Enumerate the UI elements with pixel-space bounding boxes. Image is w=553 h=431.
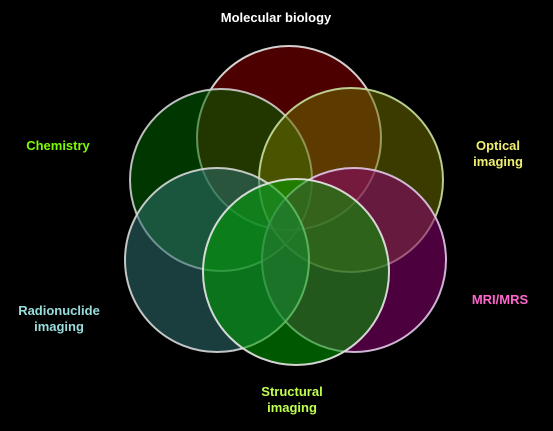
label-line: Optical — [475, 138, 521, 153]
label-optical-imaging: Optical imaging — [448, 138, 548, 170]
circle-structural-imaging — [202, 178, 390, 366]
label-molecular-biology: Molecular biology — [186, 10, 366, 26]
label-line: imaging — [34, 319, 84, 334]
label-line: Radionuclide — [18, 303, 100, 318]
label-line: Molecular biology — [220, 10, 332, 25]
label-line: MRI/MRS — [471, 292, 529, 307]
label-radionuclide-imaging: Radionuclide imaging — [4, 303, 114, 335]
label-mri-mrs: MRI/MRS — [450, 292, 550, 308]
label-structural-imaging: Structural imaging — [222, 384, 362, 416]
label-line: imaging — [473, 154, 523, 169]
label-line: Chemistry — [26, 138, 90, 153]
label-line: imaging — [267, 400, 317, 415]
label-chemistry: Chemistry — [8, 138, 108, 154]
label-line: Structural — [261, 384, 323, 399]
